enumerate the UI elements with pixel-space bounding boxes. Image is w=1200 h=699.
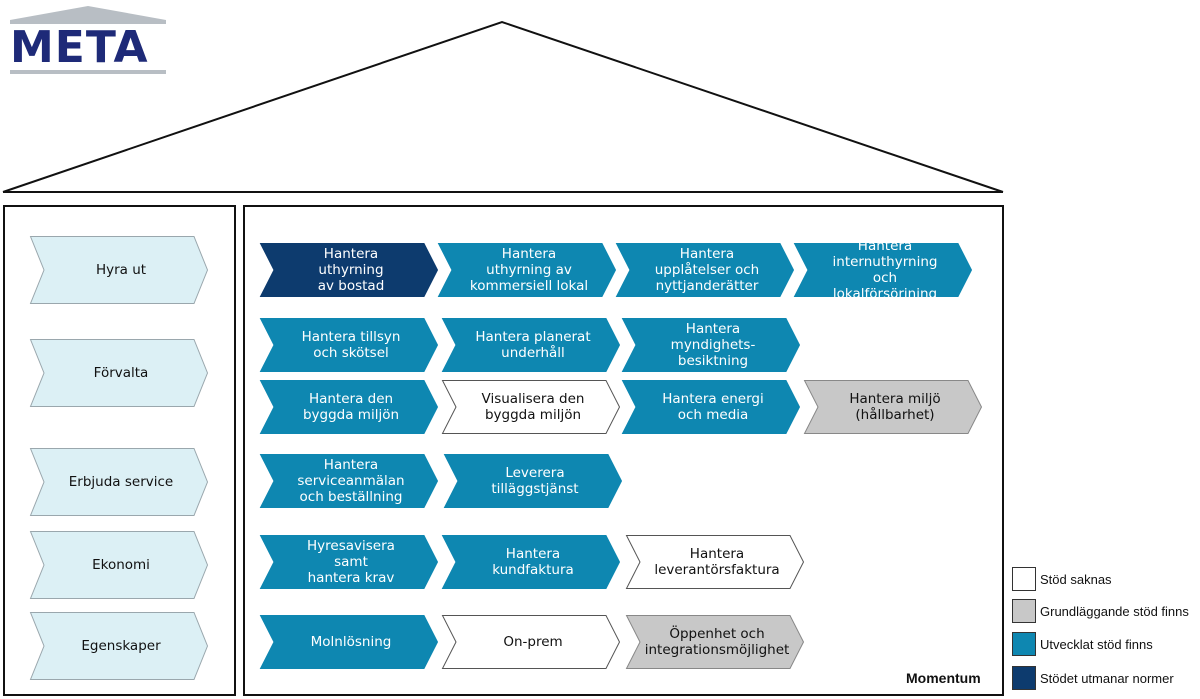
category-5: Egenskaper: [29, 612, 209, 680]
process-6: Hantera planerat underhåll: [441, 318, 621, 372]
process-17-label: Molnlösning: [310, 634, 392, 650]
process-11-label: Hantera miljö (hållbarhet): [849, 391, 941, 423]
meta-logo: META: [8, 4, 168, 78]
process-9: Visualisera den byggda miljön: [441, 380, 621, 434]
legend-swatch: [1012, 599, 1036, 623]
category-2: Förvalta: [29, 339, 209, 407]
process-13-label: Leverera tilläggstjänst: [491, 465, 579, 497]
process-17: Molnlösning: [259, 615, 439, 669]
process-1-label: Hantera uthyrning av bostad: [317, 246, 385, 294]
process-5: Hantera tillsyn och skötsel: [259, 318, 439, 372]
legend-label: Stöd saknas: [1040, 571, 1112, 587]
legend-item-none: Stöd saknas: [1012, 567, 1112, 591]
process-15-label: Hantera kundfaktura: [492, 546, 574, 578]
category-3: Erbjuda service: [29, 448, 209, 516]
process-4-label: Hantera internuthyrning och lokalförsörj…: [832, 238, 938, 302]
process-16: Hantera leverantörsfaktura: [625, 535, 805, 589]
process-3: Hantera upplåtelser och nyttjanderätter: [615, 243, 795, 297]
process-18-label: On-prem: [503, 634, 563, 650]
category-4-label: Ekonomi: [92, 557, 150, 573]
process-18: On-prem: [441, 615, 621, 669]
category-1-label: Hyra ut: [95, 262, 147, 278]
process-19: Öppenhet och integrationsmöjlighet: [625, 615, 805, 669]
process-12: Hantera serviceanmälan och beställning: [259, 454, 439, 508]
process-4: Hantera internuthyrning och lokalförsörj…: [793, 238, 973, 302]
process-14-label: Hyresavisera samt hantera krav: [307, 538, 395, 586]
process-5-label: Hantera tillsyn och skötsel: [301, 329, 401, 361]
legend-swatch: [1012, 666, 1036, 690]
process-10: Hantera energi och media: [621, 380, 801, 434]
category-2-label: Förvalta: [93, 365, 149, 381]
legend-item-basic: Grundläggande stöd finns: [1012, 599, 1189, 623]
house-roof: [2, 20, 1004, 193]
category-1: Hyra ut: [29, 236, 209, 304]
category-3-label: Erbjuda service: [68, 474, 174, 490]
logo-text: META: [10, 22, 149, 73]
process-7-label: Hantera myndighets- besiktning: [670, 321, 756, 369]
legend-swatch: [1012, 567, 1036, 591]
process-7: Hantera myndighets- besiktning: [621, 318, 801, 372]
legend-label: Utvecklat stöd finns: [1040, 636, 1153, 652]
process-6-label: Hantera planerat underhåll: [475, 329, 591, 361]
legend-item-developed: Utvecklat stöd finns: [1012, 632, 1153, 656]
legend-item-exceeds: Stödet utmanar normer: [1012, 666, 1174, 690]
process-2-label: Hantera uthyrning av kommersiell lokal: [469, 246, 589, 294]
process-10-label: Hantera energi och media: [662, 391, 764, 423]
panel-label: Momentum: [906, 670, 981, 686]
process-1: Hantera uthyrning av bostad: [259, 243, 439, 297]
category-5-label: Egenskaper: [81, 638, 161, 654]
process-16-label: Hantera leverantörsfaktura: [654, 546, 780, 578]
process-9-label: Visualisera den byggda miljön: [481, 391, 585, 423]
process-13: Leverera tilläggstjänst: [443, 454, 623, 508]
process-2: Hantera uthyrning av kommersiell lokal: [437, 243, 617, 297]
process-11: Hantera miljö (hållbarhet): [803, 380, 983, 434]
category-4: Ekonomi: [29, 531, 209, 599]
process-8-label: Hantera den byggda miljön: [302, 391, 400, 423]
process-8: Hantera den byggda miljön: [259, 380, 439, 434]
process-19-label: Öppenhet och integrationsmöjlighet: [644, 626, 790, 658]
process-14: Hyresavisera samt hantera krav: [259, 535, 439, 589]
legend-label: Stödet utmanar normer: [1040, 670, 1174, 686]
legend-label: Grundläggande stöd finns: [1040, 603, 1189, 619]
legend-swatch: [1012, 632, 1036, 656]
process-3-label: Hantera upplåtelser och nyttjanderätter: [654, 246, 760, 294]
process-15: Hantera kundfaktura: [441, 535, 621, 589]
process-12-label: Hantera serviceanmälan och beställning: [297, 457, 405, 505]
